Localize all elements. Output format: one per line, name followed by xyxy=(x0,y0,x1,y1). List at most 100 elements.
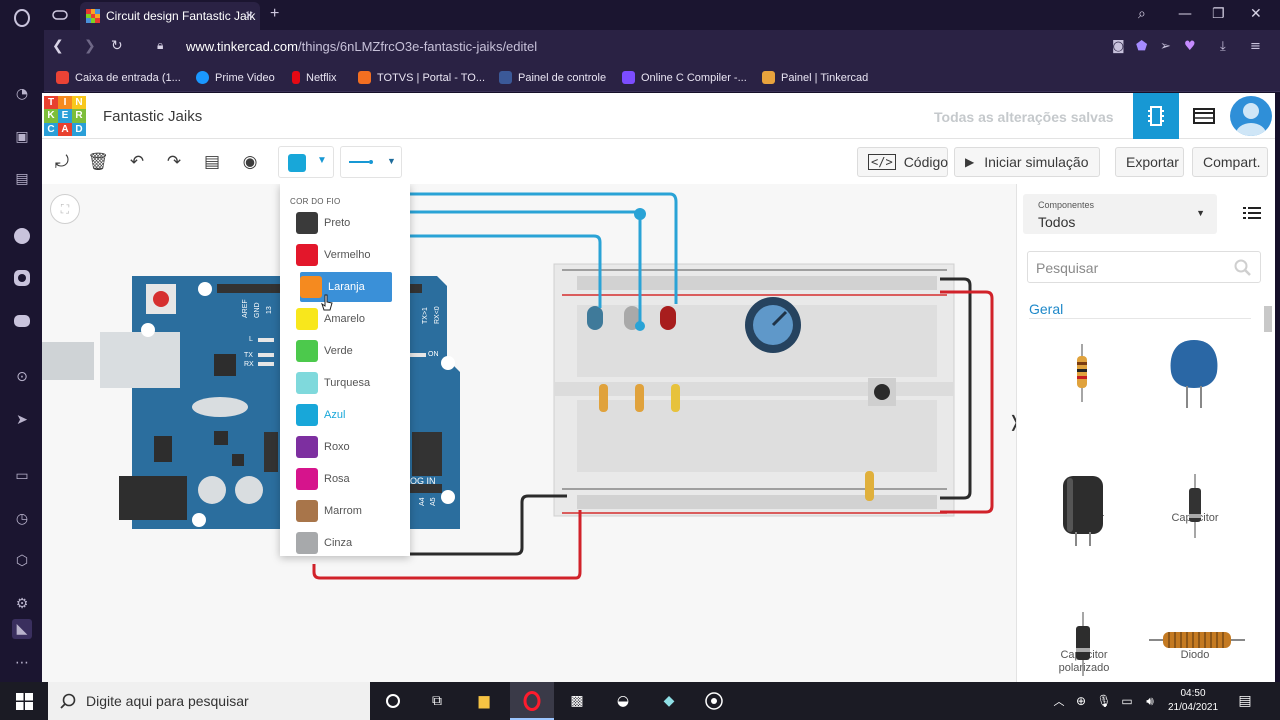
delete-icon[interactable]: 🗑︎ xyxy=(87,152,109,172)
app-paint-icon[interactable]: ◒ xyxy=(616,693,630,709)
list-view-icon[interactable] xyxy=(1243,206,1261,225)
heart-icon[interactable]: ♥ xyxy=(1184,39,1196,54)
file-explorer-icon[interactable]: ▆ xyxy=(478,693,490,709)
bookmark-gmail[interactable]: Caixa de entrada (1... xyxy=(56,71,181,84)
bookmark-tinkercad[interactable]: Painel | Tinkercad xyxy=(762,71,868,84)
led-red[interactable] xyxy=(660,306,676,330)
redo-icon[interactable]: ↷ xyxy=(166,152,182,172)
resistor-icon[interactable] xyxy=(1067,344,1097,402)
capacitor-icon[interactable] xyxy=(1167,338,1221,408)
circuit-workspace[interactable]: AREF GND 13 L TX RX TX>1 RX<0 ON OG IN A… xyxy=(42,184,1016,682)
player-icon[interactable]: ⊙ xyxy=(16,369,28,385)
settings-icon[interactable]: ⚙ xyxy=(15,596,29,612)
notes-icon[interactable]: ▤ xyxy=(203,152,221,172)
bookmark-netflix[interactable]: Netflix xyxy=(292,71,337,84)
new-tab-icon[interactable]: + xyxy=(270,5,280,22)
color-option-preto[interactable]: Preto xyxy=(296,208,392,238)
visibility-icon[interactable]: ◉ xyxy=(242,152,258,172)
bookmark-painel-controle[interactable]: Painel de controle xyxy=(499,71,606,84)
twitch-icon[interactable]: ▤ xyxy=(15,171,29,187)
panel-toggle-chevron-icon[interactable]: ❭ xyxy=(1008,412,1016,452)
color-option-rosa[interactable]: Rosa xyxy=(296,464,392,494)
color-option-azul[interactable]: Azul xyxy=(296,400,392,430)
circuit-view-button[interactable] xyxy=(1133,93,1179,139)
tab-active[interactable]: Circuit design Fantastic Jaik ✕ xyxy=(80,2,260,30)
task-view-icon[interactable]: ⧉ xyxy=(432,693,442,709)
user-avatar[interactable] xyxy=(1230,96,1272,136)
url-field[interactable]: www.tinkercad.com/things/6nLMZfrcO3e-fan… xyxy=(186,39,537,54)
history-icon[interactable]: ◷ xyxy=(15,511,29,527)
color-option-vermelho[interactable]: Vermelho xyxy=(296,240,392,270)
download-icon[interactable]: ⤓ xyxy=(1220,39,1226,54)
minimize-icon[interactable]: — xyxy=(1178,6,1192,22)
network-icon[interactable]: ▭ xyxy=(1121,694,1133,708)
share-button[interactable]: Compart. xyxy=(1192,147,1268,177)
color-option-turquesa[interactable]: Turquesa xyxy=(296,368,392,398)
color-option-roxo[interactable]: Roxo xyxy=(296,432,392,462)
color-option-cinza[interactable]: Cinza xyxy=(296,528,392,558)
app-obs-icon[interactable] xyxy=(703,691,725,711)
tinkercad-logo[interactable]: T I N K E R C A D xyxy=(44,96,86,136)
app-photo-icon[interactable]: ▩ xyxy=(570,693,584,709)
tab-switch-icon[interactable] xyxy=(52,7,68,23)
wire-color-picker[interactable]: ▼ xyxy=(278,146,334,178)
tray-network-share-icon[interactable]: ⊕ xyxy=(1075,694,1087,708)
taskbar-opera-active[interactable] xyxy=(510,682,554,720)
circuit-canvas[interactable]: AREF GND 13 L TX RX TX>1 RX<0 ON OG IN A… xyxy=(42,184,1016,682)
flow-icon[interactable]: ➢ xyxy=(1160,39,1171,54)
box-icon[interactable]: ⬡ xyxy=(15,553,29,569)
start-simulation-button[interactable]: ▶ Iniciar simulação xyxy=(954,147,1100,177)
wire-endpoint[interactable] xyxy=(635,321,645,331)
extension-icon[interactable]: ◣ xyxy=(12,619,32,639)
zoom-to-fit-icon[interactable]: ⛶ xyxy=(50,194,80,224)
inductor-icon[interactable] xyxy=(1149,628,1245,652)
back-icon[interactable]: ❮ xyxy=(52,38,64,54)
rectifier-diode-icon[interactable] xyxy=(1073,612,1093,676)
opera-logo-icon[interactable] xyxy=(12,8,32,28)
undo-icon[interactable]: ↶ xyxy=(129,152,145,172)
code-button[interactable]: </> Código xyxy=(857,147,948,177)
potentiometer[interactable] xyxy=(745,297,801,353)
components-filter-select[interactable]: Componentes Todos ▼ xyxy=(1023,194,1217,234)
usb-cable[interactable] xyxy=(42,342,94,380)
send-icon[interactable]: ➤ xyxy=(16,412,28,428)
taskbar-search-input[interactable]: Digite aqui para pesquisar xyxy=(48,682,370,720)
instagram-icon[interactable] xyxy=(12,268,32,288)
vpn-shield-icon[interactable]: ⬟ xyxy=(1136,39,1148,54)
taskbar-clock[interactable]: 04:50 21/04/2021 xyxy=(1166,687,1220,715)
led-blue[interactable] xyxy=(587,306,603,330)
scrollbar-thumb[interactable] xyxy=(1264,306,1272,332)
menu-icon[interactable]: ≡ xyxy=(1250,39,1261,54)
rotate-icon[interactable]: ⤾ xyxy=(54,152,70,172)
wire-bend-point[interactable] xyxy=(634,208,646,220)
component-list-button[interactable] xyxy=(1181,93,1227,139)
wire-type-picker[interactable]: ▼ xyxy=(340,146,402,178)
discord-icon[interactable] xyxy=(12,311,32,331)
component-search-input[interactable]: Pesquisar xyxy=(1027,251,1261,283)
close-window-icon[interactable]: ✕ xyxy=(1250,6,1262,22)
camera-icon[interactable]: ◙ xyxy=(1112,39,1125,54)
polarized-capacitor-icon[interactable] xyxy=(1061,474,1105,546)
forward-icon[interactable]: ❯ xyxy=(84,38,96,54)
cortana-icon[interactable] xyxy=(382,691,404,711)
microphone-icon[interactable]: 🎙︎ xyxy=(1096,694,1112,708)
windows-start-icon[interactable] xyxy=(16,693,33,715)
tab-close-icon[interactable]: ✕ xyxy=(244,10,254,22)
resistors[interactable] xyxy=(599,384,874,501)
tray-chevron-up-icon[interactable]: ︿ xyxy=(1053,695,1065,708)
bookmark-totvs[interactable]: TOTVS | Portal - TO... xyxy=(358,71,485,84)
color-option-laranja[interactable]: Laranja xyxy=(300,272,392,302)
bookmark-prime-video[interactable]: Prime Video xyxy=(196,71,275,84)
components-scrollbar[interactable] xyxy=(1263,302,1273,672)
notifications-icon[interactable]: ▤ xyxy=(1238,693,1252,709)
reload-icon[interactable]: ↻ xyxy=(111,38,123,54)
project-title[interactable]: Fantastic Jaiks xyxy=(103,108,203,125)
app-3d-icon[interactable]: ◆ xyxy=(663,693,675,709)
diode-icon[interactable] xyxy=(1185,474,1205,538)
news-icon[interactable]: ▭ xyxy=(15,468,29,484)
color-option-marrom[interactable]: Marrom xyxy=(296,496,392,526)
color-option-amarelo[interactable]: Amarelo xyxy=(296,304,392,334)
color-option-verde[interactable]: Verde xyxy=(296,336,392,366)
more-icon[interactable]: ⋯ xyxy=(15,655,29,671)
export-button[interactable]: Exportar xyxy=(1115,147,1184,177)
